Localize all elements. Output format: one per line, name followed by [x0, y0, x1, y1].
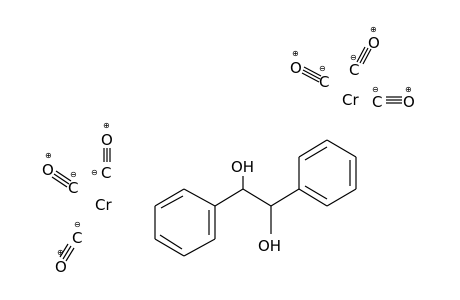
- carbon-atom: C: [372, 93, 382, 111]
- oxygen-atom: O: [368, 34, 380, 52]
- negative-charge: ⊖: [70, 170, 77, 179]
- carbon-atom: C: [349, 61, 359, 79]
- hydroxyl-label-top: OH: [231, 158, 254, 176]
- oxygen-atom: O: [101, 131, 113, 149]
- hydrobenzoin-bonds: [154, 139, 357, 257]
- carbonyl-bonds: [51, 46, 402, 262]
- negative-charge: ⊖: [319, 64, 326, 73]
- chromium-complex-left: Cr O ⊕ C ⊖ O ⊕ C ⊖ C ⊖ O ⊕: [42, 121, 113, 276]
- carbon-atom: C: [319, 73, 329, 91]
- hydroxyl-label-bottom: OH: [258, 237, 281, 255]
- chromium-atom-right: Cr: [342, 91, 359, 109]
- chromium-atom-left: Cr: [95, 196, 112, 214]
- carbon-atom: C: [101, 164, 111, 182]
- chromium-complex-right: Cr O ⊕ C ⊖ C ⊖ O ⊕ C ⊖ O ⊕: [290, 25, 415, 111]
- positive-charge: ⊕: [103, 121, 110, 130]
- carbon-atom: C: [68, 179, 78, 197]
- negative-charge: ⊖: [91, 168, 98, 177]
- negative-charge: ⊖: [74, 220, 81, 229]
- negative-charge: ⊖: [350, 53, 357, 62]
- oxygen-atom: O: [55, 258, 67, 276]
- positive-charge: ⊕: [45, 151, 52, 160]
- positive-charge: ⊕: [405, 85, 412, 94]
- oxygen-atom: O: [403, 93, 415, 111]
- oxygen-atom: O: [42, 161, 54, 179]
- positive-charge: ⊕: [370, 25, 377, 34]
- negative-charge: ⊖: [372, 85, 379, 94]
- carbon-atom: C: [72, 229, 82, 247]
- positive-charge: ⊕: [57, 248, 64, 257]
- positive-charge: ⊕: [292, 49, 299, 58]
- oxygen-atom: O: [290, 59, 302, 77]
